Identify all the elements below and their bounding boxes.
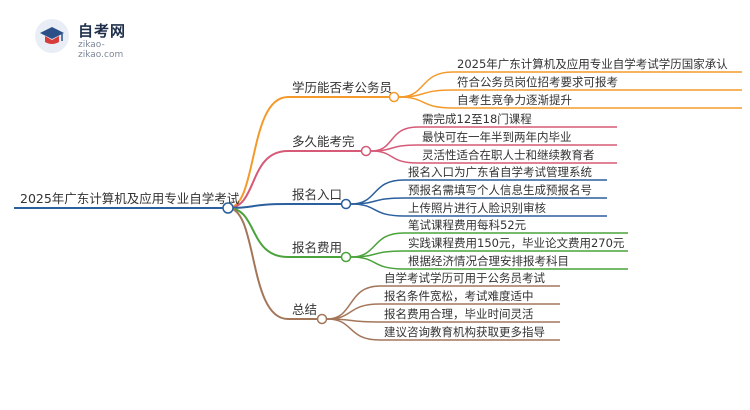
leaf-label: 报名入口为广东省自学考试管理系统	[408, 165, 592, 179]
leaf-label: 需完成12至18门课程	[422, 112, 532, 126]
leaf-label: 2025年广东计算机及应用专业自学考试学历国家承认	[457, 57, 728, 71]
leaf-label: 最快可在一年半到两年内毕业	[422, 130, 572, 144]
logo-url: zikao-zikao.com	[78, 40, 124, 60]
leaf-connector	[350, 256, 405, 270]
branch-label: 总结	[292, 302, 317, 317]
leaf-connector	[350, 203, 405, 217]
leaf-connector	[350, 197, 405, 205]
branch-node-circle[interactable]	[360, 145, 372, 157]
leaf-label: 报名费用合理，毕业时间灵活	[384, 307, 534, 321]
leaf-connector	[398, 96, 454, 109]
branch-node-circle[interactable]	[340, 198, 352, 210]
branch-label: 报名费用	[292, 240, 342, 255]
branch-connector	[227, 96, 289, 209]
leaf-label: 建议咨询教育机构获取更多指导	[384, 325, 545, 339]
branch-label: 学历能否考公务员	[292, 80, 392, 95]
leaf-label: 自考生竞争力逐渐提升	[457, 93, 572, 107]
leaf-connector	[398, 89, 454, 98]
branch-connector	[227, 203, 289, 209]
branch-connector	[227, 207, 289, 258]
root-label: 2025年广东计算机及应用专业自学考试	[20, 191, 240, 206]
branch-node-circle[interactable]	[388, 91, 400, 103]
leaf-label: 上传照片进行人脸识别审核	[408, 201, 546, 215]
branch-node-circle[interactable]	[340, 251, 352, 263]
branch-connector	[227, 207, 289, 320]
root-node-circle[interactable]	[222, 202, 234, 214]
leaf-label: 灵活性适合在职人士和继续教育者	[422, 148, 595, 162]
leaf-connector	[370, 150, 419, 164]
site-logo[interactable]: 自考网 zikao-zikao.com	[34, 18, 144, 60]
leaf-label: 预报名需填写个人信息生成预报名号	[408, 183, 592, 197]
leaf-connector	[350, 250, 405, 258]
mind-map-edges	[14, 71, 742, 341]
leaf-connector	[370, 144, 419, 152]
leaf-connector	[326, 318, 381, 341]
leaf-connector	[326, 285, 381, 320]
branch-connector	[227, 150, 289, 209]
leaf-label: 根据经济情况合理安排报考科目	[408, 254, 569, 268]
branch-label: 多久能考完	[292, 134, 355, 149]
branch-label: 报名入口	[292, 187, 342, 202]
leaf-label: 笔试课程费用每科52元	[408, 218, 527, 232]
leaf-label: 报名条件宽松，考试难度适中	[384, 289, 534, 303]
mind-map-nodes: 2025年广东计算机及应用专业自学考试 学历能否考公务员 2025年广东计算机及应用…	[20, 57, 728, 339]
leaf-label: 符合公务员岗位招考要求可报考	[457, 75, 618, 89]
graduation-cap-icon	[35, 19, 69, 53]
leaf-connector	[326, 303, 381, 320]
branch-node-circle[interactable]	[316, 313, 328, 325]
leaf-label: 自学考试学历可用于公务员考试	[384, 271, 545, 285]
leaf-label: 实践课程费用150元，毕业论文费用270元	[408, 236, 625, 250]
logo-title: 自考网	[78, 22, 127, 40]
